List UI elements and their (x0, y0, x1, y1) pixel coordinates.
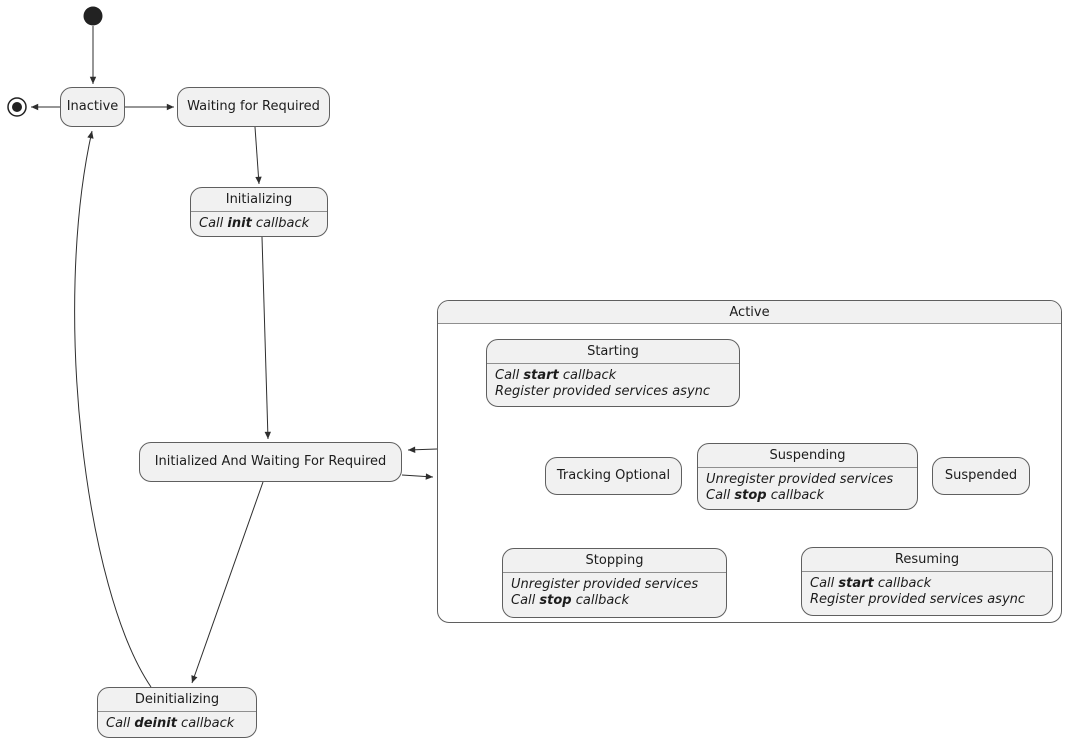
transition-initialized-to-deinitializing (191, 481, 264, 684)
transition-initialized-to-active (401, 473, 434, 480)
state-suspending-title: Suspending (698, 444, 917, 468)
transition-active-to-initialized (407, 446, 438, 453)
state-initializing: Initializing Call init callback (190, 187, 328, 237)
state-resuming-title: Resuming (802, 548, 1052, 572)
state-stopping-body: Unregister provided services Call stop c… (503, 573, 726, 614)
state-action-line: Call start callback (495, 368, 617, 383)
state-stopping: Stopping Unregister provided services Ca… (502, 548, 727, 618)
state-inactive: Inactive (60, 87, 125, 127)
state-starting-title: Starting (487, 340, 739, 364)
state-deinitializing-body: Call deinit callback (98, 712, 256, 737)
state-starting: Starting Call start callback Register pr… (486, 339, 740, 407)
state-stopping-title: Stopping (503, 549, 726, 573)
transition-waiting-to-initializing (254, 126, 262, 185)
state-deinitializing: Deinitializing Call deinit callback (97, 687, 257, 738)
state-action-line: Call stop callback (706, 488, 824, 503)
state-suspended: Suspended (932, 457, 1030, 495)
state-initialized-and-waiting-for-required: Initialized And Waiting For Required (139, 442, 402, 482)
composite-state-active-title: Active (438, 301, 1061, 324)
state-action-line: Register provided services async (810, 592, 1026, 607)
state-tracking-optional: Tracking Optional (545, 457, 682, 495)
state-action-line: Call init callback (199, 216, 310, 231)
final-state-inner-dot (12, 102, 22, 112)
state-action-line: Unregister provided services (706, 472, 894, 487)
state-action-line: Call stop callback (511, 593, 629, 608)
state-tracking-optional-title: Tracking Optional (556, 468, 671, 483)
state-suspending-body: Unregister provided services Call stop c… (698, 468, 917, 509)
state-resuming: Resuming Call start callback Register pr… (801, 547, 1053, 616)
state-starting-body: Call start callback Register provided se… (487, 364, 739, 405)
state-initializing-body: Call init callback (191, 212, 327, 236)
state-action-line: Unregister provided services (511, 577, 699, 592)
state-initialized-and-waiting-for-required-title: Initialized And Waiting For Required (154, 454, 387, 469)
state-waiting-for-required: Waiting for Required (177, 87, 330, 127)
state-resuming-body: Call start callback Register provided se… (802, 572, 1052, 613)
state-initializing-title: Initializing (191, 188, 327, 212)
state-deinitializing-title: Deinitializing (98, 688, 256, 712)
transition-initializing-to-initialized (261, 236, 271, 440)
state-waiting-for-required-title: Waiting for Required (187, 99, 320, 114)
state-action-line: Call deinit callback (106, 716, 235, 731)
initial-state-dot (83, 6, 103, 26)
state-action-line: Register provided services async (495, 384, 711, 399)
transition-deinitializing-to-inactive (74, 130, 152, 688)
state-suspending: Suspending Unregister provided services … (697, 443, 918, 510)
state-action-line: Call start callback (810, 576, 932, 591)
state-inactive-title: Inactive (66, 99, 119, 114)
state-suspended-title: Suspended (944, 468, 1018, 483)
